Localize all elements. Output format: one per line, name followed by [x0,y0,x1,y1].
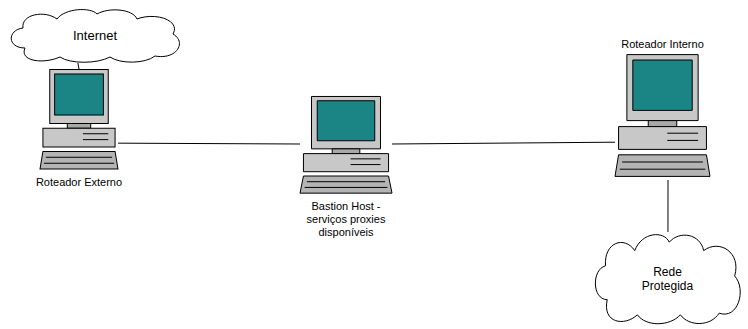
computer-icon [300,96,392,196]
computer-node: Bastion Host - serviços proxies disponív… [300,96,392,196]
network-link [667,180,668,232]
network-link [118,143,300,145]
network-link [392,142,615,144]
computer-label: Bastion Host - serviços proxies disponív… [298,200,394,239]
computer-node: Roteador Interno [615,54,710,180]
computer-node: Roteador Externo [40,69,118,172]
computer-label: Roteador Externo [9,176,149,189]
network-cloud: Rede Protegida [590,232,745,325]
cloud-label: Internet [15,28,175,43]
network-cloud: Internet [5,8,185,63]
computer-label: Roteador Interno [588,38,738,51]
computer-icon [40,69,118,172]
computer-icon [615,54,710,180]
network-link [78,63,79,69]
cloud-label: Rede Protegida [633,265,703,293]
